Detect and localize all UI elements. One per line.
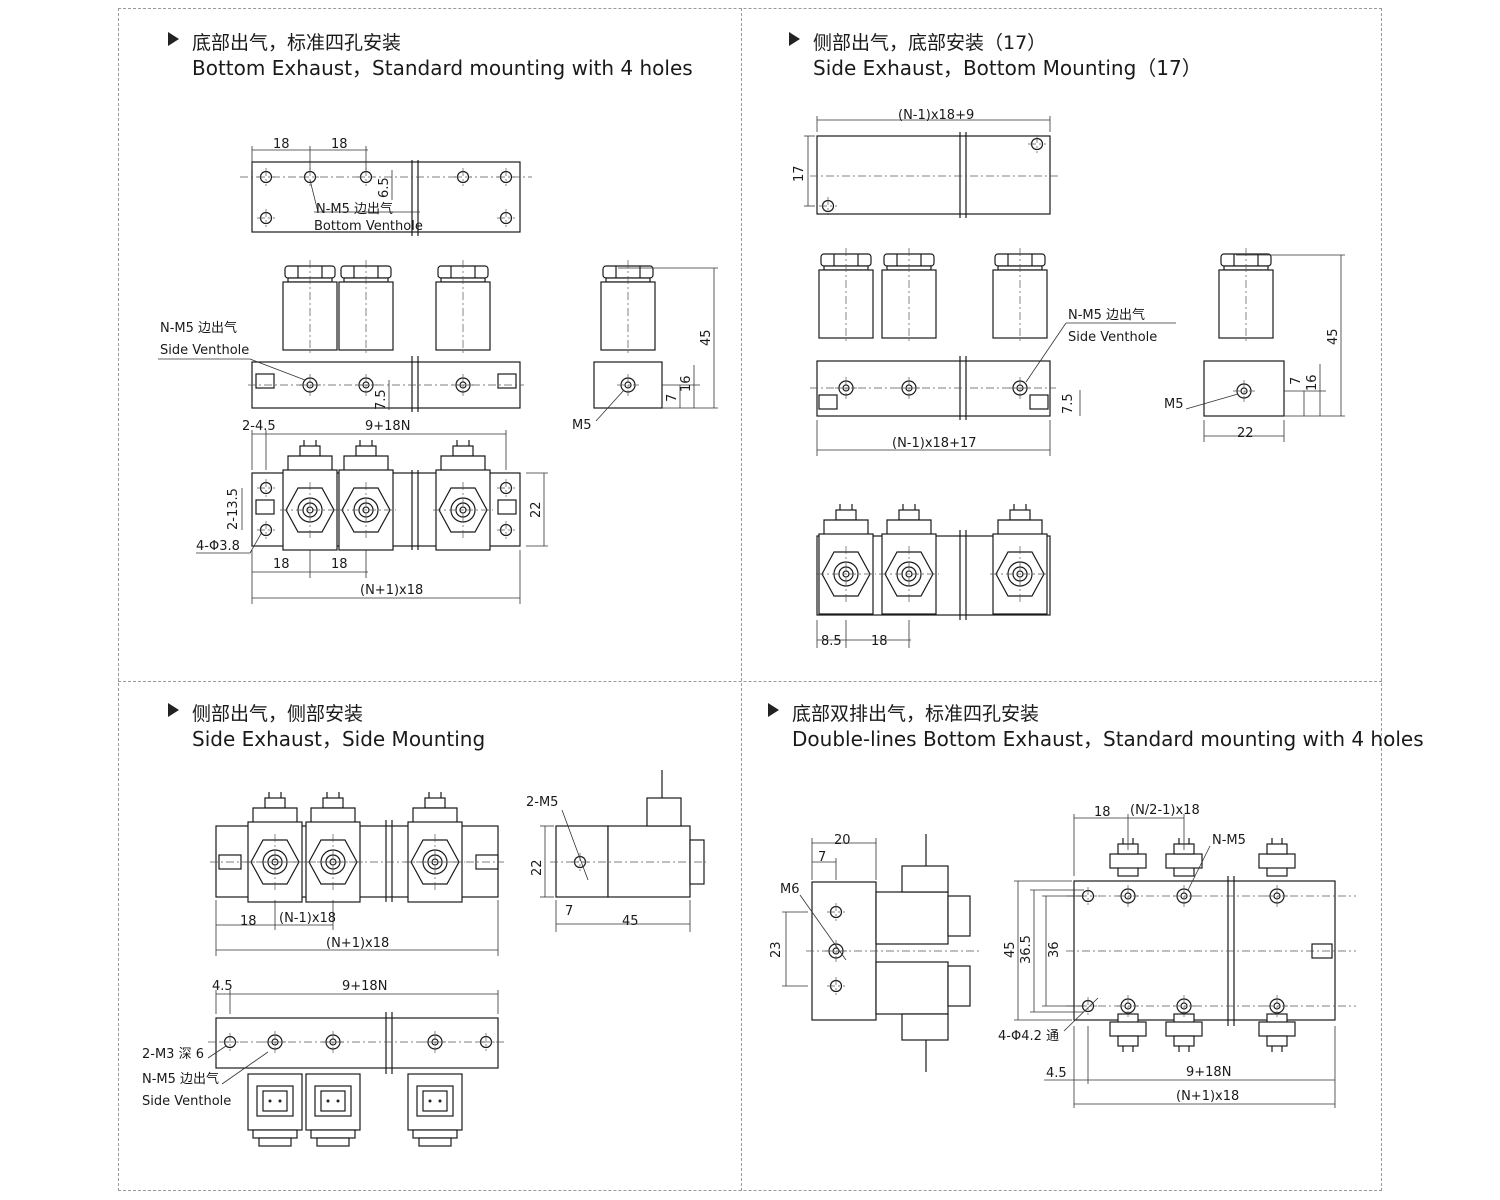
- dim-n2-1-x18: (N/2-1)x18: [1130, 803, 1200, 818]
- mounting-rail: [215, 1017, 499, 1069]
- dim-18d: 18: [331, 557, 348, 572]
- dim-2-4-5: 2-4.5: [242, 419, 276, 434]
- horizontal-divider: [118, 681, 1382, 682]
- dim-16: 16: [1305, 374, 1320, 391]
- double-row-manifold: [1073, 880, 1336, 1021]
- dim-17: 17: [792, 165, 807, 182]
- label-side-venthole: Side Venthole: [160, 343, 249, 358]
- label-m5: M5: [1164, 397, 1184, 412]
- dim-7: 7: [818, 850, 826, 865]
- dim-n-1-x18-17: (N-1)x18+17: [892, 436, 977, 451]
- dim-45: 45: [699, 329, 714, 346]
- dim-18c: 18: [273, 557, 290, 572]
- label-side-venthole: Side Venthole: [1068, 330, 1157, 345]
- dim-7-5: 7.5: [1061, 393, 1076, 414]
- label-bottom-venthole: Bottom Venthole: [314, 219, 423, 234]
- plan-view-plate: [251, 161, 521, 233]
- dim-n-1-x18: (N-1)x18: [279, 911, 336, 926]
- dim-9-18n: 9+18N: [342, 979, 387, 994]
- label-n-m5-side: N-M5 边出气: [1068, 307, 1145, 323]
- dim-7: 7: [665, 394, 680, 402]
- dim-18a: 18: [273, 137, 290, 152]
- dim-23: 23: [769, 941, 784, 958]
- section-1-title-en: Bottom Exhaust，Standard mounting with 4 …: [192, 56, 693, 80]
- dim-7: 7: [1289, 377, 1304, 385]
- dim-7-5: 7.5: [374, 389, 389, 410]
- dim-18: 18: [1094, 805, 1111, 820]
- drawing-sheet: [118, 8, 1382, 1191]
- dim-20: 20: [834, 833, 851, 848]
- dim-22: 22: [1237, 426, 1254, 441]
- dim-45: 45: [1326, 328, 1341, 345]
- dim-2-13-5: 2-13.5: [226, 488, 241, 530]
- dim-22: 22: [530, 859, 545, 876]
- label-n-m5: N-M5 边出气: [316, 201, 393, 217]
- arrow-bullet-icon: [168, 703, 179, 717]
- dim-6-5: 6.5: [377, 177, 392, 198]
- dim-45: 45: [1003, 941, 1018, 958]
- label-n-m5-side: N-M5 边出气: [160, 320, 237, 336]
- vertical-divider: [741, 8, 742, 1191]
- section-2-title-en: Side Exhaust，Bottom Mounting（17）: [813, 56, 1202, 80]
- dim-45: 45: [622, 914, 639, 929]
- dim-7: 7: [565, 904, 573, 919]
- dim-n-plus-1-x18: (N+1)x18: [326, 936, 389, 951]
- dim-9-18n: 9+18N: [365, 419, 410, 434]
- section-1-title-zh: 底部出气，标准四孔安装: [192, 32, 402, 54]
- arrow-bullet-icon: [168, 32, 179, 46]
- label-2-m5: 2-M5: [526, 795, 558, 810]
- label-n-m5-side: N-M5 边出气: [142, 1071, 219, 1087]
- label-4-phi-3-8: 4-Φ3.8: [196, 539, 240, 554]
- dim-9-18n: 9+18N: [1186, 1065, 1231, 1080]
- section-2-drawing: [804, 116, 1345, 648]
- label-n-m5: N-M5: [1212, 833, 1246, 848]
- label-m6: M6: [780, 882, 800, 897]
- dim-36-5: 36.5: [1019, 935, 1034, 964]
- dim-n-1-x18-9: (N-1)x18+9: [898, 108, 974, 123]
- dim-4-5: 4.5: [212, 979, 233, 994]
- label-2-m3: 2-M3 深 6: [142, 1047, 204, 1062]
- section-1-drawing: [158, 146, 718, 604]
- section-3-drawing: [207, 770, 706, 1147]
- section-3-title-en: Side Exhaust，Side Mounting: [192, 727, 486, 751]
- label-side-venthole: Side Venthole: [142, 1094, 231, 1109]
- section-4-title-zh: 底部双排出气，标准四孔安装: [792, 703, 1040, 725]
- section-3-title-zh: 侧部出气，侧部安装: [192, 703, 364, 725]
- dim-8-5: 8.5: [821, 634, 842, 649]
- dim-n-plus-1-x18: (N+1)x18: [360, 583, 423, 598]
- dim-4-5: 4.5: [1046, 1066, 1067, 1081]
- section-4-drawing: [782, 814, 1356, 1108]
- label-m5: M5: [572, 418, 592, 433]
- dim-18: 18: [871, 634, 888, 649]
- section-4-title-en: Double-lines Bottom Exhaust，Standard mou…: [792, 727, 1424, 751]
- dim-22: 22: [529, 501, 544, 518]
- label-4-phi-4-2: 4-Φ4.2 通: [998, 1029, 1059, 1044]
- arrow-bullet-icon: [789, 32, 800, 46]
- dim-36: 36: [1047, 941, 1062, 958]
- section-2-title-zh: 侧部出气，底部安装（17）: [813, 32, 1047, 54]
- front-view-manifold: [816, 360, 1051, 417]
- dim-18b: 18: [331, 137, 348, 152]
- dim-18: 18: [240, 914, 257, 929]
- arrow-bullet-icon: [768, 703, 779, 717]
- top-view-plate: [816, 135, 1051, 215]
- dim-n-plus-1-x18: (N+1)x18: [1176, 1089, 1239, 1104]
- dim-16: 16: [679, 375, 694, 392]
